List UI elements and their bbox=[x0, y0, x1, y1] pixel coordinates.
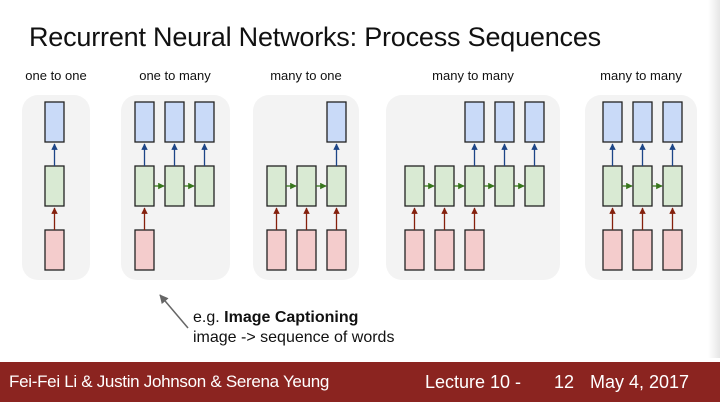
panel-label-one-to-many: one to many bbox=[139, 68, 211, 83]
output-box bbox=[194, 101, 215, 143]
output-box bbox=[164, 101, 185, 143]
footer-date: May 4, 2017 bbox=[590, 372, 690, 392]
annotation-emphasis: Image Captioning bbox=[224, 309, 359, 326]
annotation-line2: image -> sequence of words bbox=[193, 329, 395, 346]
input-box bbox=[326, 229, 347, 271]
annotation: e.g. Image Captioning image -> sequence … bbox=[193, 308, 394, 348]
hidden-state-box bbox=[296, 165, 317, 207]
output-box bbox=[662, 101, 683, 143]
footer-lecture: Lecture 10 - bbox=[425, 372, 522, 392]
output-box bbox=[602, 101, 623, 143]
hidden-state-box bbox=[266, 165, 287, 207]
panel-label-many-to-many-synced: many to many bbox=[600, 68, 682, 83]
panel-label-one-to-one: one to one bbox=[25, 68, 87, 83]
caption-pointer-arrow bbox=[159, 294, 189, 329]
annotation-prefix: e.g. bbox=[193, 309, 225, 326]
hidden-state-box bbox=[494, 165, 515, 207]
hidden-state-box bbox=[404, 165, 425, 207]
input-box bbox=[662, 229, 683, 271]
annotation-line1: e.g. Image Captioning bbox=[193, 308, 394, 328]
hidden-state-box bbox=[434, 165, 455, 207]
output-box bbox=[134, 101, 155, 143]
input-box bbox=[434, 229, 455, 271]
input-box bbox=[266, 229, 287, 271]
panel-label-many-to-one: many to one bbox=[270, 68, 342, 83]
output-box bbox=[464, 101, 485, 143]
hidden-state-box bbox=[524, 165, 545, 207]
hidden-state-box bbox=[164, 165, 185, 207]
hidden-state-box bbox=[662, 165, 683, 207]
output-box bbox=[44, 101, 65, 143]
hidden-state-box bbox=[602, 165, 623, 207]
input-box bbox=[44, 229, 65, 271]
output-box bbox=[494, 101, 515, 143]
footer-authors: Fei-Fei Li & Justin Johnson & Serena Yeu… bbox=[9, 372, 330, 391]
hidden-state-box bbox=[326, 165, 347, 207]
hidden-state-box bbox=[134, 165, 155, 207]
input-box bbox=[296, 229, 317, 271]
input-box bbox=[632, 229, 653, 271]
input-box bbox=[602, 229, 623, 271]
panel-label-many-to-many-delayed: many to many bbox=[432, 68, 514, 83]
slide-title: Recurrent Neural Networks: Process Seque… bbox=[29, 22, 601, 52]
hidden-state-box bbox=[44, 165, 65, 207]
input-box bbox=[134, 229, 155, 271]
footer: Fei-Fei Li & Justin Johnson & Serena Yeu… bbox=[0, 362, 720, 402]
input-box bbox=[404, 229, 425, 271]
hidden-state-box bbox=[464, 165, 485, 207]
edge-shade bbox=[708, 0, 720, 358]
output-box bbox=[632, 101, 653, 143]
hidden-state-box bbox=[194, 165, 215, 207]
input-box bbox=[464, 229, 485, 271]
hidden-state-box bbox=[632, 165, 653, 207]
output-box bbox=[326, 101, 347, 143]
output-box bbox=[524, 101, 545, 143]
footer-page-number: 12 bbox=[554, 372, 575, 392]
